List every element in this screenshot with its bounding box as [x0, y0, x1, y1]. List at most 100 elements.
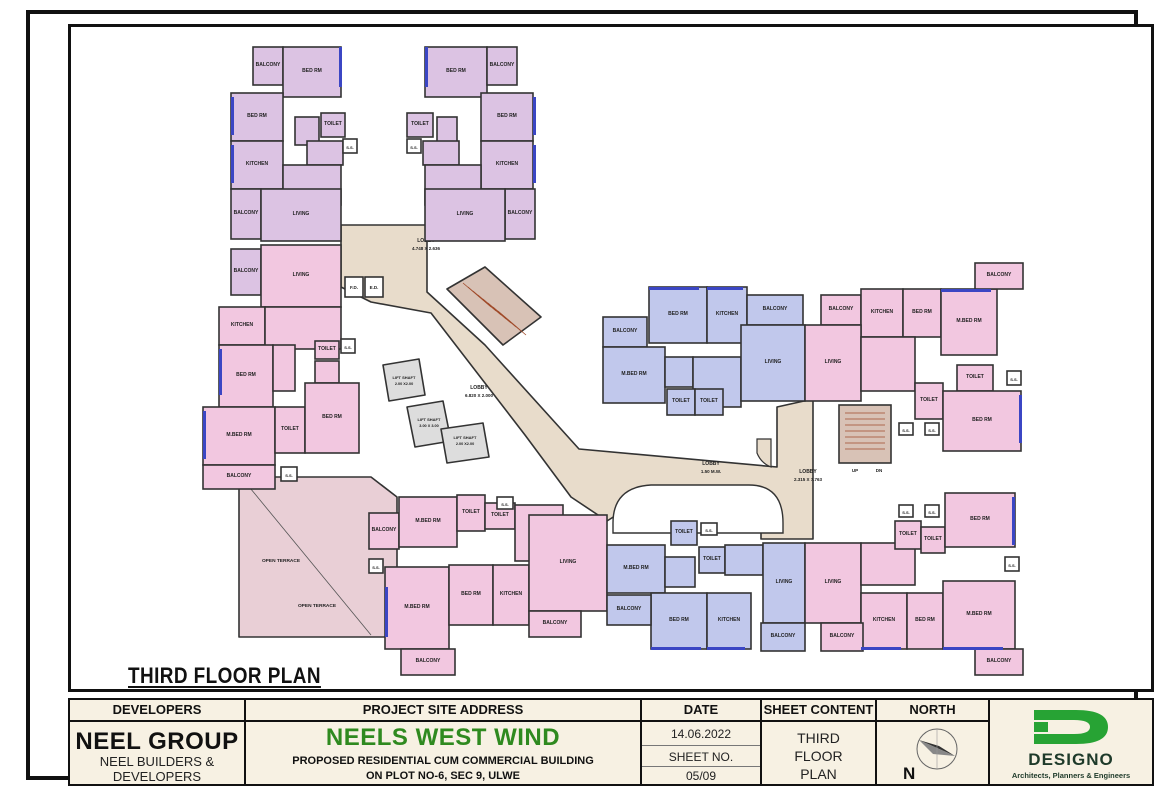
- brp-kitchen-label: KITCHEN: [873, 617, 896, 623]
- brb-balcony-2-label: BALCONY: [771, 633, 796, 639]
- brp-toilet-2: [920, 526, 946, 554]
- brp-living-label: LIVING: [825, 579, 842, 585]
- lobby-corridor: [340, 224, 814, 540]
- trb-toilet-1: [666, 388, 696, 416]
- bc-ss-2: [496, 496, 514, 510]
- l-toilet-1: [314, 340, 340, 360]
- project-description: PROPOSED RESIDENTIAL CUM COMMERCIAL BUIL…: [292, 755, 594, 767]
- brb-toilet-2: [698, 546, 726, 574]
- sheet-number-value: 05/09: [685, 769, 717, 783]
- divider: [642, 766, 760, 767]
- l-ss-2: [280, 466, 298, 482]
- tc-ss: [406, 138, 422, 154]
- tl-ss: [342, 138, 358, 154]
- tl-bed-2-label: BED RM: [247, 113, 267, 119]
- trb-bed: [648, 286, 708, 344]
- brp-balcony-2: [974, 648, 1024, 676]
- window-marker: [231, 97, 234, 135]
- trb-balcony-2-label: BALCONY: [613, 328, 638, 334]
- brp-ss-1: [898, 504, 914, 518]
- developer-subtitle-1: NEEL BUILDERS &: [99, 754, 215, 769]
- window-marker: [533, 97, 536, 135]
- l-toilet-3-label: TOILET: [281, 426, 299, 432]
- trp-ss-3: [1006, 370, 1022, 386]
- trp-bed-2: [942, 390, 1022, 452]
- brp-balcony-2-label: BALCONY: [987, 658, 1012, 664]
- brp-bed-2-label: BED RM: [915, 617, 935, 623]
- brp-mbed-label: M.BED RM: [966, 611, 991, 617]
- ed-label: E.D.: [370, 285, 379, 290]
- north-letter: N: [903, 764, 916, 783]
- bc-balcony-label: BALCONY: [372, 527, 397, 533]
- l-balcony-2-label: BALCONY: [227, 473, 252, 479]
- fire-duct: [756, 438, 772, 468]
- bc-living-label: LIVING: [560, 559, 577, 565]
- lobby-top-dim: 4.748 X 2.636: [412, 246, 441, 251]
- stair-up-label: UP: [852, 468, 858, 473]
- brp-balcony: [820, 622, 864, 652]
- electric-duct-box: [364, 276, 384, 298]
- trp-balcony-label: BALCONY: [829, 306, 854, 312]
- trp-toilet-1: [914, 382, 944, 420]
- firm-logo-cell: DESIGNO Architects, Planners & Engineers: [990, 700, 1152, 784]
- sheet-content-cell: SHEET CONTENT THIRD FLOOR PLAN: [762, 700, 877, 784]
- tc-bed-2-label: BED RM: [497, 113, 517, 119]
- trp-bed-label: BED RM: [912, 309, 932, 315]
- brb-balcony: [606, 594, 652, 626]
- lobby-right-label: LOBBY: [799, 469, 817, 475]
- l-living-label: LIVING: [293, 272, 310, 278]
- bc-mbed-2-label: M.BED RM: [404, 604, 429, 610]
- tc-toilet-1-label: TOILET: [411, 121, 429, 127]
- north-header: NORTH: [877, 700, 988, 722]
- trb-balcony-label: BALCONY: [763, 306, 788, 312]
- trp-balcony: [820, 294, 862, 326]
- tl-living-label: LIVING: [293, 211, 310, 217]
- date-header: DATE: [642, 700, 760, 722]
- l-balcony-label: BALCONY: [234, 268, 259, 274]
- trp-living-label: LIVING: [825, 359, 842, 365]
- window-marker: [1019, 395, 1022, 443]
- l-bed-2: [304, 382, 360, 454]
- brp-bed-label: BED RM: [970, 516, 990, 522]
- brp-toilet-2-label: TOILET: [924, 536, 942, 542]
- lift-3-label: LIFT SHAFT: [454, 435, 477, 440]
- brp-ss-1-label: S.S.: [902, 510, 910, 515]
- date-value: 14.06.2022: [670, 727, 732, 741]
- bc-ss-2-label: S.S.: [501, 502, 509, 507]
- open-terrace-label-1: OPEN TERRACE: [262, 558, 301, 564]
- bc-balcony-2-label: BALCONY: [543, 620, 568, 626]
- trb-toilet-2-label: TOILET: [700, 398, 718, 404]
- l-ss-1-label: S.S.: [344, 345, 352, 350]
- window-marker: [941, 289, 991, 292]
- l-passage: [272, 344, 296, 392]
- trp-balcony-2: [974, 262, 1024, 290]
- staircase-right: [838, 404, 892, 464]
- brb-bed-label: BED RM: [669, 617, 689, 623]
- brb-toilet-2-label: TOILET: [703, 556, 721, 562]
- l-bed-2-label: BED RM: [322, 414, 342, 420]
- trb-bed-label: BED RM: [668, 311, 688, 317]
- tc-living-label: LIVING: [457, 211, 474, 217]
- brp-ss-2-label: S.S.: [928, 510, 936, 515]
- bc-bed-label: BED RM: [461, 591, 481, 597]
- bc-bed: [448, 564, 494, 626]
- lobby-mid-dim: 6.820 X 2.000: [465, 393, 494, 398]
- trb-living: [740, 324, 806, 402]
- trb-kitchen-label: KITCHEN: [716, 311, 739, 317]
- tc-balcony-2: [504, 188, 536, 240]
- open-terrace: [238, 476, 398, 638]
- trp-ss-2-label: S.S.: [928, 428, 936, 433]
- lift-shaft-3: [440, 422, 490, 464]
- brb-kitchen: [706, 592, 752, 650]
- terrace-line: [240, 476, 372, 636]
- tl-toilet-1-label: TOILET: [324, 121, 342, 127]
- brp-bed: [944, 492, 1016, 548]
- trp-kitchen-label: KITCHEN: [871, 309, 894, 315]
- lift-shaft-1: [382, 358, 426, 402]
- date-cell: DATE 14.06.2022 SHEET NO. 05/09: [642, 700, 762, 784]
- l-living: [260, 244, 342, 308]
- window-marker: [649, 287, 699, 290]
- trb-mbed: [602, 346, 666, 404]
- brp-ss-3-label: S.S.: [1008, 563, 1016, 568]
- trp-ss-1: [898, 422, 914, 436]
